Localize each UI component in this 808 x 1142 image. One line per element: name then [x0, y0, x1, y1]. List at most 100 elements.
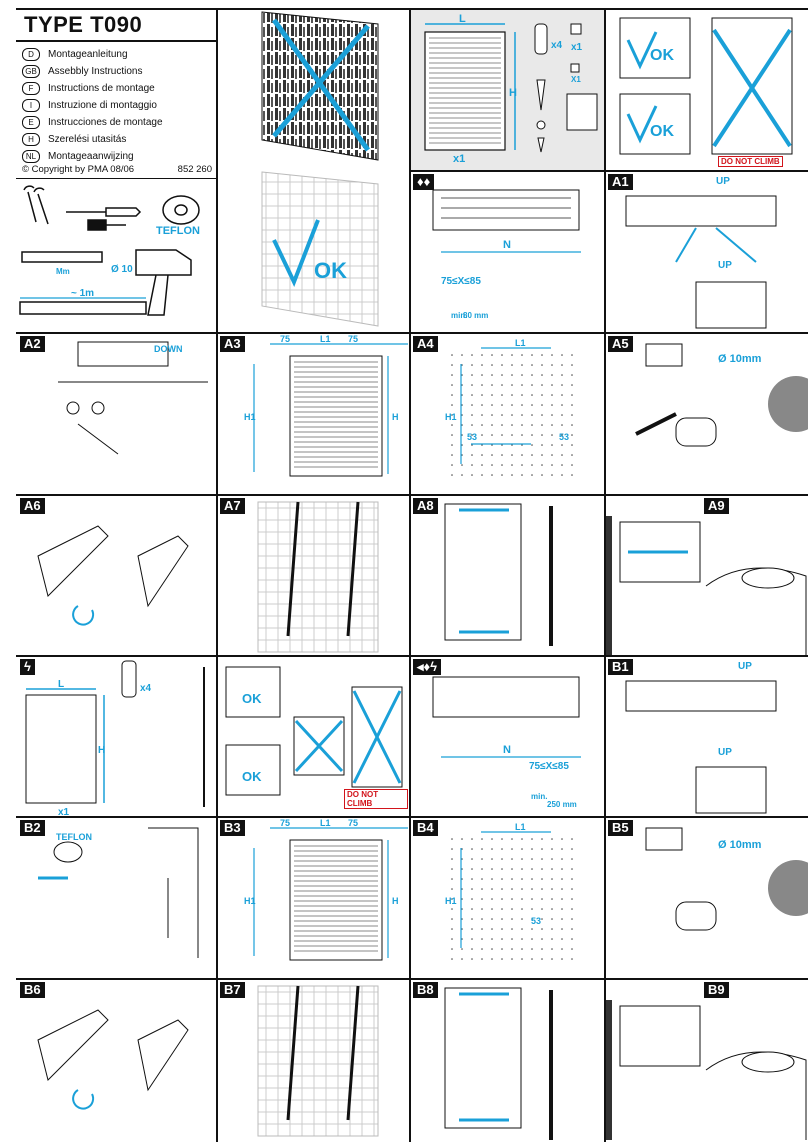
panel-label: B6 — [20, 982, 45, 998]
e-ok-2: OK — [242, 769, 262, 784]
washer-icon — [536, 120, 546, 130]
drill-label: Ø 10 — [111, 264, 133, 275]
water-connection-distance: ♦♦ N 75≤X≤85 min. 80 mm — [411, 172, 604, 332]
e-length: L — [58, 679, 64, 690]
panel-a6: A6 — [18, 496, 216, 655]
panel-label: A2 — [20, 336, 45, 352]
row-line — [16, 816, 808, 818]
n-label: N — [503, 239, 511, 251]
ok-label: OK — [314, 258, 347, 283]
panel-label: B4 — [413, 820, 438, 836]
height-label: H — [509, 87, 517, 99]
down-label: DOWN — [154, 344, 183, 354]
language-text: Instruzione di montaggio — [48, 100, 157, 111]
b3-l1: L1 — [320, 818, 331, 828]
panel-b6: B6 — [18, 980, 216, 1142]
language-text: Montageaanwijzing — [48, 151, 134, 162]
b2-teflon: TEFLON — [56, 832, 92, 842]
document-number: 852 260 — [177, 164, 212, 175]
panel-a8: A8 — [411, 496, 604, 655]
ok-label-1: OK — [650, 47, 674, 64]
language-code: GB — [22, 65, 40, 78]
qty-cap: X1 — [571, 75, 581, 84]
mm-label: Mm — [56, 267, 70, 276]
language-code: NL — [22, 150, 40, 163]
panel-label: B1 — [608, 659, 633, 675]
up-label-2: UP — [718, 260, 732, 271]
e-ok-1: OK — [242, 691, 262, 706]
e-min: min. — [531, 792, 547, 801]
panel-a4: A4 L1 H1 53 53 — [411, 334, 604, 494]
panel-b5: B5 Ø 10mm — [606, 818, 808, 978]
length-label: L — [459, 13, 466, 25]
electric-connection-distance: ◂♦ϟ N 75≤X≤85 min. 250 mm — [411, 657, 604, 816]
panel-label: B8 — [413, 982, 438, 998]
language-text: Assebbly Instructions — [48, 66, 143, 77]
dim-75-left: 75 — [280, 334, 290, 344]
document-title: TYPE T090 — [24, 12, 143, 37]
qty-radiator: x1 — [453, 153, 465, 165]
wrench-icon — [23, 185, 49, 225]
parts-overview: L H x1 x4 x1 X1 — [411, 10, 604, 170]
a4-h1: H1 — [445, 412, 457, 422]
a4-53-right: 53 — [559, 432, 569, 442]
language-item: H Szerelési utasitás — [22, 133, 126, 146]
up-label: UP — [716, 176, 730, 187]
do-not-climb-label: DO NOT CLIMB — [718, 156, 783, 167]
language-code: D — [22, 48, 40, 61]
panel-a9: A9 — [606, 496, 808, 655]
screw-icon — [536, 79, 546, 111]
panel-label: A3 — [220, 336, 245, 352]
panel-label: B5 — [608, 820, 633, 836]
ok-label-2: OK — [650, 123, 674, 140]
b3-75-right: 75 — [348, 818, 358, 828]
dim-h: H — [392, 412, 399, 422]
qty-valve: x1 — [571, 42, 583, 53]
col-line — [604, 8, 606, 1142]
row-line — [16, 494, 808, 496]
panel-a2: A2 DOWN — [18, 334, 216, 494]
plug-icon — [537, 137, 545, 153]
panel-label: B2 — [20, 820, 45, 836]
hammer-icon — [87, 219, 107, 231]
language-code: F — [22, 82, 40, 95]
panel-label: B3 — [220, 820, 245, 836]
electric-parts-overview: ϟ L H x1 x4 — [18, 657, 216, 816]
x-range-label: 75≤X≤85 — [441, 276, 481, 287]
language-text: Instrucciones de montage — [48, 117, 163, 128]
b4-53: 53 — [531, 916, 541, 926]
panel-label: A8 — [413, 498, 438, 514]
panel-a1: A1 UP UP — [606, 172, 808, 332]
bracket-icon — [534, 23, 548, 55]
min-label: min. — [451, 311, 467, 320]
radiator-illustration — [424, 31, 506, 151]
e-x-range: 75≤X≤85 — [529, 761, 569, 772]
e-min-value: 250 mm — [547, 800, 577, 809]
qty-bracket: x4 — [551, 40, 563, 51]
dim-l1: L1 — [320, 334, 331, 344]
language-text: Szerelési utasitás — [48, 134, 127, 145]
b4-h1: H1 — [445, 896, 457, 906]
e-n: N — [503, 744, 511, 756]
col-line — [409, 8, 411, 1142]
row-line — [409, 170, 808, 172]
water-icon: ♦♦ — [413, 174, 435, 190]
spirit-level-icon — [19, 301, 147, 315]
panel-label: A1 — [608, 174, 633, 190]
screwdriver-icon — [66, 207, 142, 217]
a4-l1: L1 — [515, 338, 526, 348]
electric-usage-warning: OK OK DO NOT CLIMB — [218, 657, 408, 816]
panel-b7: B7 — [218, 980, 408, 1142]
panel-a5: A5 Ø 10mm — [606, 334, 808, 494]
language-code: H — [22, 133, 40, 146]
row-line — [16, 655, 808, 657]
cap-icon — [570, 63, 580, 73]
dim-75-right: 75 — [348, 334, 358, 344]
language-item: NL Montageaanwijzing — [22, 150, 134, 163]
copyright-text: © Copyright by PMA 08/06 — [22, 164, 135, 175]
teflon-tape-icon — [162, 195, 200, 225]
wall-ok-illustration: OK — [218, 170, 408, 332]
b3-75-left: 75 — [280, 818, 290, 828]
